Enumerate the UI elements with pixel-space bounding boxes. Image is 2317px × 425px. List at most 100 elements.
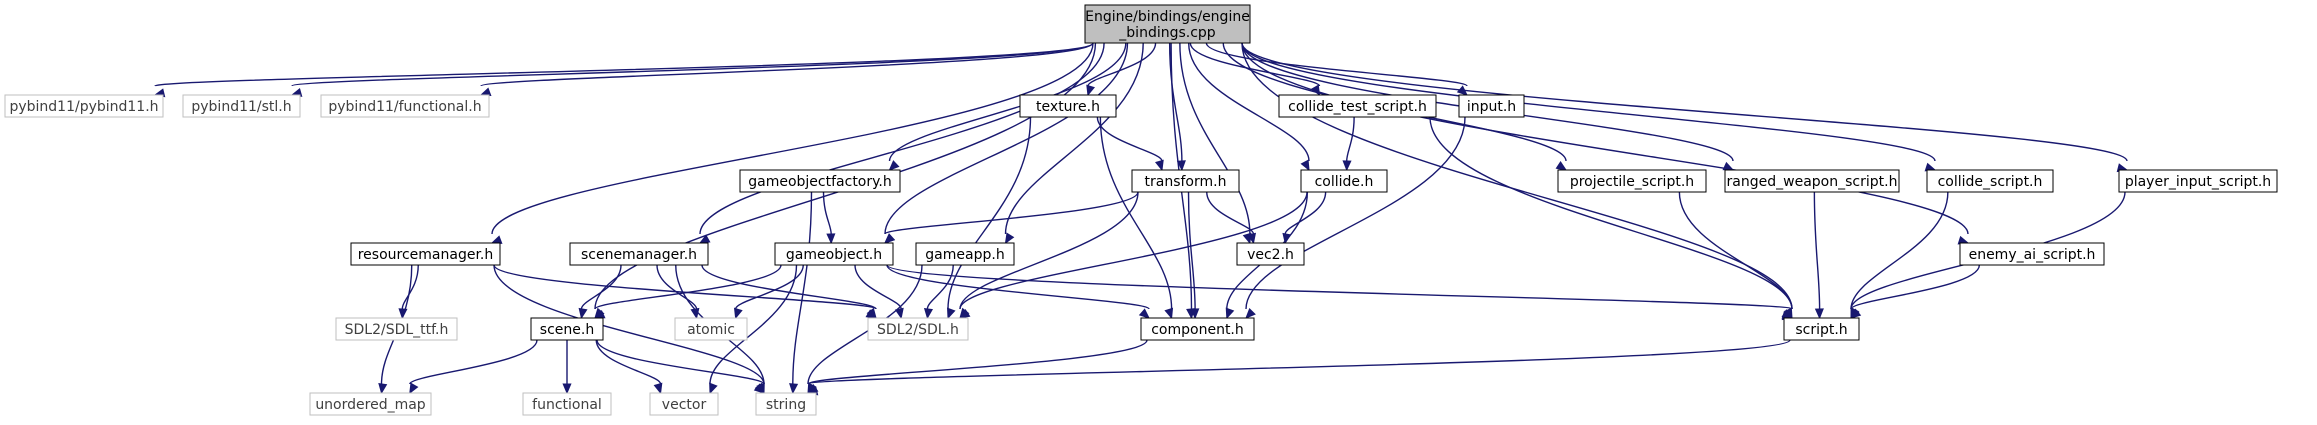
edge-scene-to-vector <box>595 339 663 395</box>
node-label: collide_script.h <box>1938 174 2043 190</box>
node-label: atomic <box>687 322 735 338</box>
edge-line <box>822 191 832 235</box>
node-resourcemanager[interactable]: resourcemanager.h <box>350 242 501 266</box>
node-vec2[interactable]: vec2.h <box>1236 242 1305 266</box>
node-label: gameapp.h <box>925 247 1004 263</box>
arrowhead <box>578 307 588 320</box>
arrowhead <box>409 382 419 395</box>
node-label: enemy_ai_script.h <box>1969 247 2096 263</box>
edge-gameobjectfactory-to-gameobject <box>822 191 836 245</box>
node-collide-script[interactable]: collide_script.h <box>1926 169 2054 193</box>
arrowhead <box>1555 160 1568 171</box>
edge-line <box>1241 42 2128 162</box>
edge-line <box>580 264 622 310</box>
edge-line <box>792 191 813 385</box>
node-box <box>1724 169 1900 193</box>
node-label: scenemanager.h <box>581 247 697 263</box>
node-label: gameobject.h <box>786 247 882 263</box>
edge-collide-to-sdl <box>958 191 1308 319</box>
node-scenemanager[interactable]: scenemanager.h <box>569 242 709 266</box>
node-root[interactable]: Engine/bindings/engine_bindings.cpp <box>1084 4 1251 44</box>
edge-enemy-ai-script-to-script <box>1850 264 1981 320</box>
edge-transform-to-vec2 <box>1206 191 1257 245</box>
edge-gameobjectfactory-to-string <box>789 191 813 395</box>
arrowhead <box>594 307 605 319</box>
root-title-line1: Engine/bindings/engine <box>1085 9 1250 25</box>
node-script[interactable]: script.h <box>1783 317 1860 341</box>
arrowhead <box>733 307 743 320</box>
arrowhead <box>1004 232 1015 245</box>
node-input[interactable]: input.h <box>1458 94 1525 118</box>
node-box <box>2118 169 2278 193</box>
root-title-line2: _bindings.cpp <box>1118 25 1216 41</box>
edge-line <box>1850 264 1981 310</box>
arrowhead <box>1138 308 1150 319</box>
arrowhead <box>1225 307 1235 320</box>
node-gameobject[interactable]: gameobject.h <box>774 242 894 266</box>
edge-root-to-transform <box>1168 42 1186 172</box>
edge-line <box>1187 42 1310 162</box>
node-texture[interactable]: texture.h <box>1019 94 1117 118</box>
edge-line <box>1189 42 1321 87</box>
node-label: gameobjectfactory.h <box>748 174 892 190</box>
node-collide[interactable]: collide.h <box>1300 169 1388 193</box>
node-gameobjectfactory[interactable]: gameobjectfactory.h <box>739 169 901 193</box>
node-box <box>350 242 501 266</box>
node-box <box>1084 4 1251 44</box>
edge-line <box>1168 42 1183 162</box>
node-enemy-ai-script[interactable]: enemy_ai_script.h <box>1959 242 2105 266</box>
node-box <box>1131 169 1240 193</box>
node-label: collide.h <box>1315 174 1374 190</box>
node-scene[interactable]: scene.h <box>530 317 604 341</box>
edge-line <box>1245 116 1466 310</box>
edge-line <box>401 264 419 310</box>
node-label: transform.h <box>1145 174 1227 190</box>
edge-line <box>409 339 538 385</box>
node-box <box>1300 169 1388 193</box>
edge-gameobject-to-atomic <box>733 264 804 320</box>
edge-line <box>1241 42 1969 235</box>
node-gameapp[interactable]: gameapp.h <box>915 242 1015 266</box>
arrowhead <box>754 382 765 395</box>
edge-line <box>1187 191 1196 310</box>
edge-line <box>926 264 954 310</box>
edge-scene-to-unordered-map <box>409 339 538 395</box>
arrowhead <box>698 234 711 244</box>
node-vector: vector <box>649 392 719 416</box>
edge-root-to-scenemanager <box>698 42 1105 244</box>
node-ranged-weapon-script[interactable]: ranged_weapon_script.h <box>1724 169 1900 193</box>
edge-line <box>884 191 1139 235</box>
node-label: collide_test_script.h <box>1288 99 1427 115</box>
edge-line <box>947 116 1032 310</box>
node-label: vec2.h <box>1247 247 1294 263</box>
edge-scenemanager-to-scene <box>578 264 622 320</box>
edge-line <box>596 339 765 385</box>
node-label: ranged_weapon_script.h <box>1727 174 1898 190</box>
edge-resourcemanager-to-ttf <box>398 264 419 320</box>
node-label: input.h <box>1467 99 1516 115</box>
node-component[interactable]: component.h <box>1140 317 1255 341</box>
edge-input-to-component <box>1245 116 1466 319</box>
node-player-input-script[interactable]: player_input_script.h <box>2118 169 2278 193</box>
node-box <box>522 392 612 416</box>
edge-line <box>886 264 1150 310</box>
node-box <box>1959 242 2105 266</box>
edge-line <box>1205 42 1468 87</box>
node-transform[interactable]: transform.h <box>1131 169 1240 193</box>
node-box <box>674 317 748 341</box>
edge-component-to-string <box>806 339 1148 394</box>
node-projectile-script[interactable]: projectile_script.h <box>1557 169 1707 193</box>
node-label: script.h <box>1795 322 1847 338</box>
edge-script-to-string <box>806 339 1791 396</box>
arrowhead <box>562 383 572 395</box>
node-box <box>569 242 709 266</box>
edge-line <box>959 191 1139 310</box>
node-label: player_input_script.h <box>2125 174 2271 190</box>
edge-resourcemanager-to-sdl <box>493 264 878 319</box>
arrowhead <box>1814 308 1824 320</box>
node-collide-test-script[interactable]: collide_test_script.h <box>1278 94 1437 118</box>
node-string: string <box>755 392 817 416</box>
arrowhead <box>653 382 663 395</box>
node-functional-h: pybind11/functional.h <box>320 94 490 118</box>
arrowhead <box>1342 160 1352 172</box>
